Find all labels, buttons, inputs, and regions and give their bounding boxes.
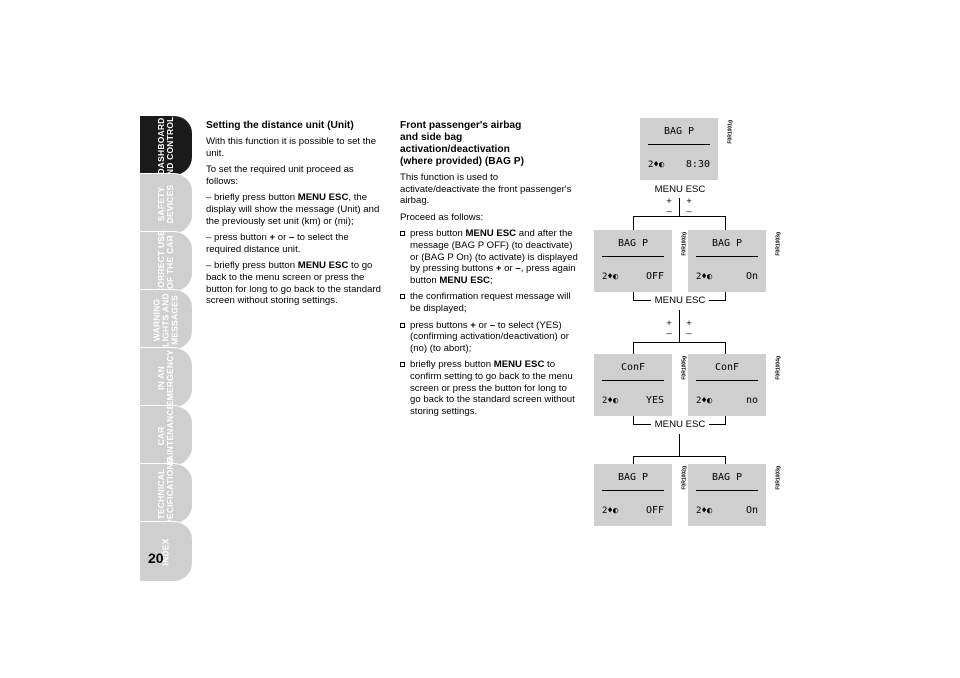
paragraph: Proceed as follows: (400, 211, 484, 223)
section-heading-unit: Setting the distance unit (Unit) (206, 120, 354, 131)
section-heading-bag-p: Front passenger's airbag and side bag ac… (400, 120, 524, 167)
display-conf-yes: ConF 2♦◐YES F0R1005g (594, 354, 688, 416)
display-bag-p-time: BAG P 2♦◐8:30 F0R1001g (640, 118, 734, 180)
display-bag-p-on-result: BAG P 2♦◐On F0R1003g (688, 464, 782, 526)
display-conf-no: ConF 2♦◐no F0R1004g (688, 354, 782, 416)
middle-column: Front passenger's airbag and side bag ac… (400, 120, 580, 422)
tab-in-an-emergency[interactable]: IN AN EMERGENCY (140, 347, 192, 407)
bullet-item: the confirmation request message will be… (400, 291, 580, 314)
display-bag-p-on: BAG P 2♦◐On F0R1003g (688, 230, 782, 292)
paragraph: This function is used to activate/deacti… (400, 172, 572, 207)
step: – briefly press button MENU ESC to go ba… (206, 260, 381, 307)
paragraph: To set the required unit proceed as foll… (206, 164, 354, 187)
tab-technical-specifications[interactable]: TECHNICAL SPECIFICATIONS (140, 457, 192, 530)
menu-esc-label: MENU ESC (654, 419, 706, 430)
menu-esc-label: MENU ESC (654, 184, 706, 195)
step: – briefly press button MENU ESC, the dis… (206, 192, 380, 227)
tab-warning-lights[interactable]: WARNING LIGHTS AND MESSAGES (140, 289, 192, 349)
menu-esc-label: MENU ESC (654, 295, 706, 306)
display-bag-p-off: BAG P 2♦◐OFF F0R1002g (594, 230, 688, 292)
tab-car-maintenance[interactable]: CAR MAINTENANCE (140, 403, 192, 468)
tab-correct-use[interactable]: CORRECT USE OF THE CAR (140, 229, 192, 294)
left-column: Setting the distance unit (Unit) With th… (206, 120, 384, 312)
bullet-item: briefly press button MENU ESC to confirm… (400, 359, 580, 417)
page-number: 20 (148, 550, 164, 566)
bullet-item: press buttons + or – to select (YES) (co… (400, 320, 580, 355)
bullet-item: press button MENU ESC and after the mess… (400, 228, 580, 286)
display-bag-p-off-result: BAG P 2♦◐OFF F0R1002g (594, 464, 688, 526)
tab-index[interactable]: INDEX (140, 521, 192, 581)
step: – press button + or – to select the requ… (206, 232, 349, 255)
tab-dashboard-and-controls[interactable]: DASHBOARD AND CONTROLS (140, 110, 192, 181)
tab-safety-devices[interactable]: SAFETY DEVICES (140, 173, 192, 233)
paragraph: With this function it is possible to set… (206, 136, 377, 159)
